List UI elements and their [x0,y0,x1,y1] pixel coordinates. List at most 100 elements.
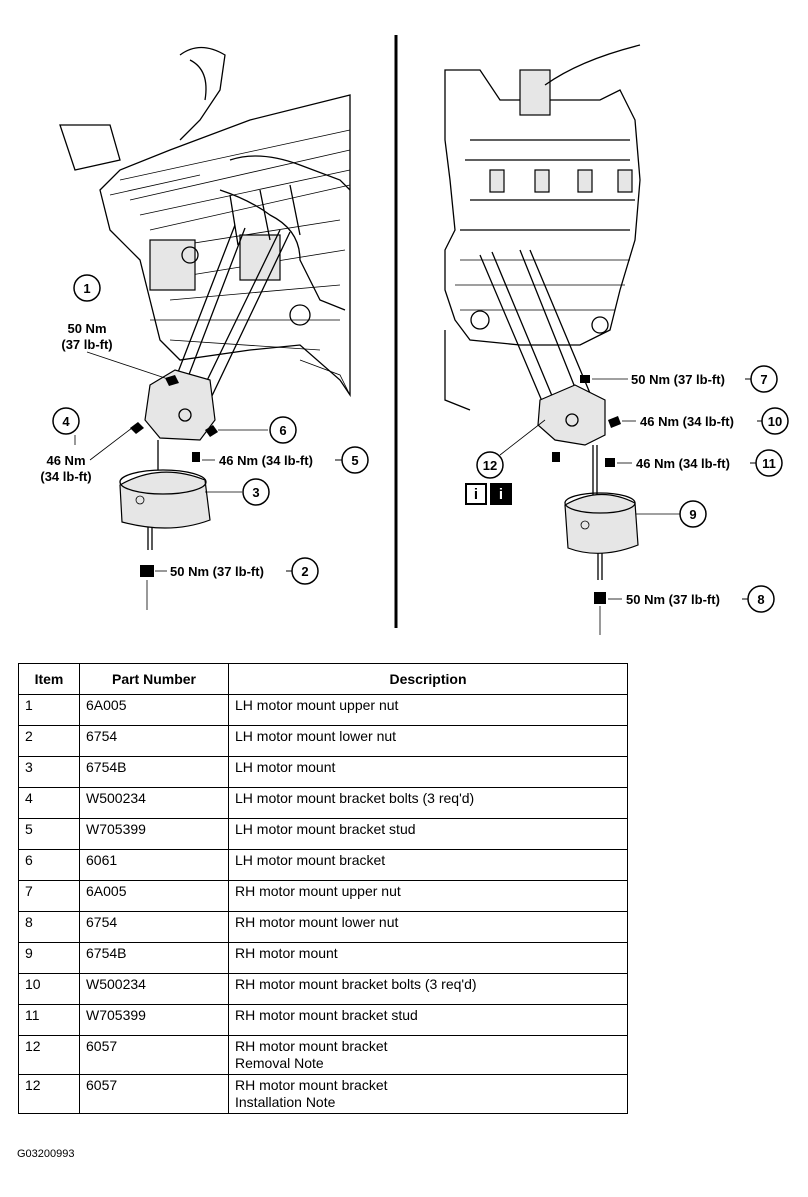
description-text: RH motor mount bracket stud [235,1007,418,1023]
description-text: RH motor mount lower nut [235,914,399,930]
callout-1: 1 50 Nm (37 lb-ft) [61,274,113,352]
header-description: Description [228,663,628,695]
cell-part-number: 6061 [79,849,229,881]
description-text: RH motor mount upper nut [235,883,401,899]
cell-part-number: W705399 [79,1004,229,1036]
cell-item: 12 [18,1074,80,1114]
cell-description: RH motor mount bracket stud [228,1004,628,1036]
figure-code: G03200993 [17,1148,75,1160]
cell-description: LH motor mount bracket stud [228,818,628,850]
callout-4-torque-nm: 46 Nm [46,453,85,468]
cell-description: RH motor mount lower nut [228,911,628,943]
description-text: RH motor mount bracket [235,1038,388,1054]
cell-description: LH motor mount upper nut [228,694,628,726]
description-text: RH motor mount bracket bolts (3 req'd) [235,976,477,992]
cell-item: 1 [18,694,80,726]
callout-12-number: 12 [483,458,497,473]
callout-7-torque: 50 Nm (37 lb-ft) [631,372,725,387]
svg-text:i: i [474,486,478,503]
cell-part-number: W705399 [79,818,229,850]
cell-item: 11 [18,1004,80,1036]
callout-5-number: 5 [351,453,358,468]
cell-item: 5 [18,818,80,850]
rh-engine-illustration [444,44,680,635]
callout-10-torque: 46 Nm (34 lb-ft) [640,414,734,429]
callout-7-number: 7 [760,372,767,387]
cell-item: 7 [18,880,80,912]
callout-11: 46 Nm (34 lb-ft) 11 [636,449,783,477]
cell-part-number: 6754 [79,911,229,943]
cell-description: LH motor mount bracket bolts (3 req'd) [228,787,628,819]
description-text: LH motor mount bracket bolts (3 req'd) [235,790,475,806]
cell-description: LH motor mount bracket [228,849,628,881]
callout-7: 50 Nm (37 lb-ft) 7 [631,365,778,393]
svg-text:i: i [499,486,503,503]
cell-part-number: 6754B [79,756,229,788]
cell-item: 4 [18,787,80,819]
cell-part-number: W500234 [79,973,229,1005]
removal-note-info-icon[interactable]: i [465,483,487,505]
description-text: LH motor mount [235,759,336,775]
lh-engine-illustration [59,46,351,610]
motor-mount-diagram: 1 50 Nm (37 lb-ft) 4 46 Nm (34 lb-ft) 6 … [40,35,789,635]
callout-3-number: 3 [252,485,259,500]
cell-part-number: 6A005 [79,694,229,726]
cell-item: 3 [18,756,80,788]
cell-part-number: 6754B [79,942,229,974]
callout-4-number: 4 [62,414,70,429]
callout-5: 46 Nm (34 lb-ft) 5 [219,446,369,474]
cell-part-number: W500234 [79,787,229,819]
table-header-row: Item Part Number Description [18,663,628,695]
callout-10-number: 10 [768,414,782,429]
cell-part-number: 6057 [79,1035,229,1075]
cell-item: 12 [18,1035,80,1075]
cell-part-number: 6754 [79,725,229,757]
cell-part-number: 6A005 [79,880,229,912]
callout-11-number: 11 [762,456,776,471]
description-text: LH motor mount bracket stud [235,821,416,837]
cell-description: LH motor mount lower nut [228,725,628,757]
callout-8-torque: 50 Nm (37 lb-ft) [626,592,720,607]
cell-description: RH motor mount upper nut [228,880,628,912]
callout-12: 12 [476,451,504,479]
cell-item: 8 [18,911,80,943]
callout-2: 50 Nm (37 lb-ft) 2 [170,557,319,585]
callout-5-torque: 46 Nm (34 lb-ft) [219,453,313,468]
callout-4-torque-lbft: (34 lb-ft) [40,469,91,484]
cell-part-number: 6057 [79,1074,229,1114]
callout-10: 46 Nm (34 lb-ft) 10 [640,407,789,435]
callout-8-number: 8 [757,592,764,607]
header-part-number: Part Number [79,663,229,695]
header-item: Item [18,663,80,695]
cell-item: 10 [18,973,80,1005]
callout-9-number: 9 [689,507,696,522]
cell-description: LH motor mount [228,756,628,788]
callout-3: 3 [242,478,270,506]
installation-note-info-icon[interactable]: i [490,483,512,505]
callout-2-torque: 50 Nm (37 lb-ft) [170,564,264,579]
callout-8: 50 Nm (37 lb-ft) 8 [626,585,775,613]
cell-item: 9 [18,942,80,974]
callout-9: 9 [679,500,707,528]
callout-6-number: 6 [279,423,286,438]
callout-1-number: 1 [83,281,90,296]
description-text: LH motor mount lower nut [235,728,397,744]
callout-2-number: 2 [301,564,308,579]
callout-1-torque-lbft: (37 lb-ft) [61,337,112,352]
